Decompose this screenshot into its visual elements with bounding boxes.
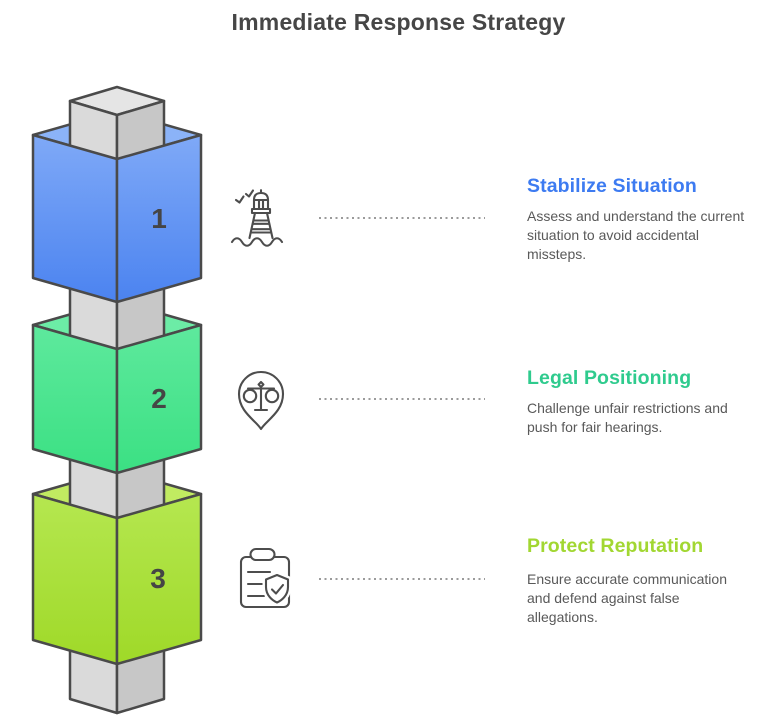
step-1-heading: Stabilize Situation	[527, 175, 697, 197]
clipboard-clip	[249, 547, 276, 562]
dotted-connector	[319, 398, 485, 400]
scales-pin-icon	[233, 368, 289, 432]
lighthouse-icon	[228, 185, 296, 251]
step-1-cube-right-face	[115, 133, 203, 304]
step-3-cube-left-face	[31, 492, 119, 666]
step-3-heading: Protect Reputation	[527, 535, 704, 557]
cube-column-group	[31, 85, 203, 715]
bird-icon	[234, 195, 245, 204]
step-1-description: Assess and understand the current situat…	[527, 208, 745, 262]
step-2-description: Challenge unfair restrictions and push f…	[527, 400, 728, 435]
step-1-number: 1	[151, 203, 167, 234]
waves	[230, 237, 284, 247]
lighthouse-stripe	[250, 228, 272, 234]
step-2-cube-left-face	[31, 323, 119, 475]
clipboard-shield-icon	[232, 544, 302, 616]
lighthouse-stripe	[251, 219, 271, 225]
lighthouse-gallery	[250, 207, 272, 215]
lighthouse-dome	[252, 189, 270, 202]
step-3-number: 3	[150, 563, 166, 594]
page-title: Immediate Response Strategy	[231, 9, 566, 35]
dotted-connector	[319, 578, 485, 580]
step-2-heading: Legal Positioning	[527, 367, 692, 389]
bird-icon	[244, 189, 255, 198]
dotted-connector	[319, 217, 485, 219]
lighthouse-tower	[248, 211, 274, 240]
scales-knob	[257, 380, 265, 389]
step-3-cube-right-face	[115, 492, 203, 666]
scales-left-pan	[242, 388, 258, 404]
pin-outline	[237, 370, 285, 431]
step-3-description: Ensure accurate communication and defend…	[527, 571, 727, 625]
scales-right-pan	[264, 388, 280, 404]
step-2-number: 2	[151, 383, 167, 414]
shield-outline	[264, 573, 290, 604]
step-1-cube-left-face	[31, 133, 119, 304]
step-2-cube-right-face	[115, 323, 203, 475]
shield-check	[270, 583, 285, 595]
lighthouse-lantern	[252, 198, 270, 211]
